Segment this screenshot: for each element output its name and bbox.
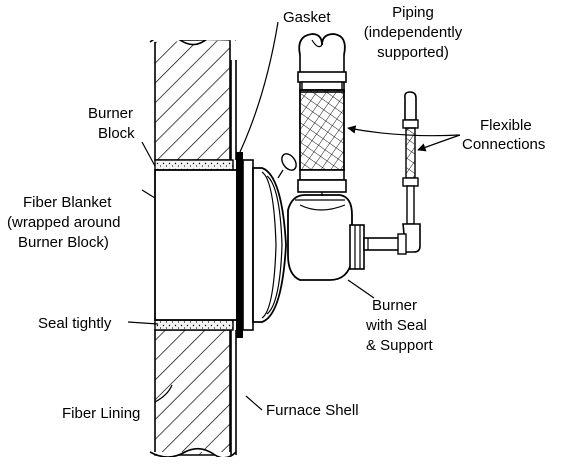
burner-block [154, 169, 241, 321]
burner-block-leader [141, 141, 156, 167]
label-furnace-shell: Furnace Shell [266, 402, 359, 419]
pilot-line [397, 91, 421, 255]
fiber-lining-leader [154, 384, 173, 403]
label-fiber-blanket-line1: Fiber Blanket [23, 194, 112, 211]
label-burner-line1: Burner [372, 297, 417, 314]
burner-housing [287, 194, 405, 281]
gasket-leader [239, 21, 279, 153]
furnace-shell-leader [245, 395, 263, 411]
label-fiber-blanket-line2: (wrapped around [7, 214, 120, 231]
label-burner-block-line2: Block [98, 125, 135, 142]
fiber-lining-upper [149, 20, 240, 161]
flexible-leader-pilot [417, 134, 461, 152]
label-burner-line3: & Support [366, 337, 434, 354]
label-fiber-lining: Fiber Lining [62, 405, 140, 422]
label-seal-tightly: Seal tightly [38, 315, 112, 332]
label-flexible-line1: Flexible [480, 117, 532, 134]
label-piping-line3: supported) [377, 44, 449, 61]
fiber-blanket-leader [141, 189, 156, 199]
label-burner-line2: with Seal [365, 317, 427, 334]
fiber-blanket-lower-seal [154, 319, 234, 331]
furnace-shell [230, 60, 237, 455]
mounting-plate [242, 159, 254, 331]
label-burner-block-line1: Burner [88, 105, 133, 122]
label-gasket: Gasket [283, 9, 331, 26]
burner-body [252, 153, 297, 323]
label-flexible-line2: Connections [462, 136, 545, 153]
main-piping [297, 33, 347, 196]
gasket [236, 152, 243, 338]
seal-tightly-leader [127, 321, 159, 325]
burner-leader [347, 279, 375, 299]
label-piping-line1: Piping [392, 4, 434, 21]
label-piping-line2: (independently [364, 24, 463, 41]
flexible-leader-main [347, 125, 461, 137]
fiber-blanket-upper-seal [154, 159, 234, 171]
label-fiber-blanket-line3: Burner Block) [18, 234, 109, 251]
fiber-lining-lower [149, 329, 240, 469]
